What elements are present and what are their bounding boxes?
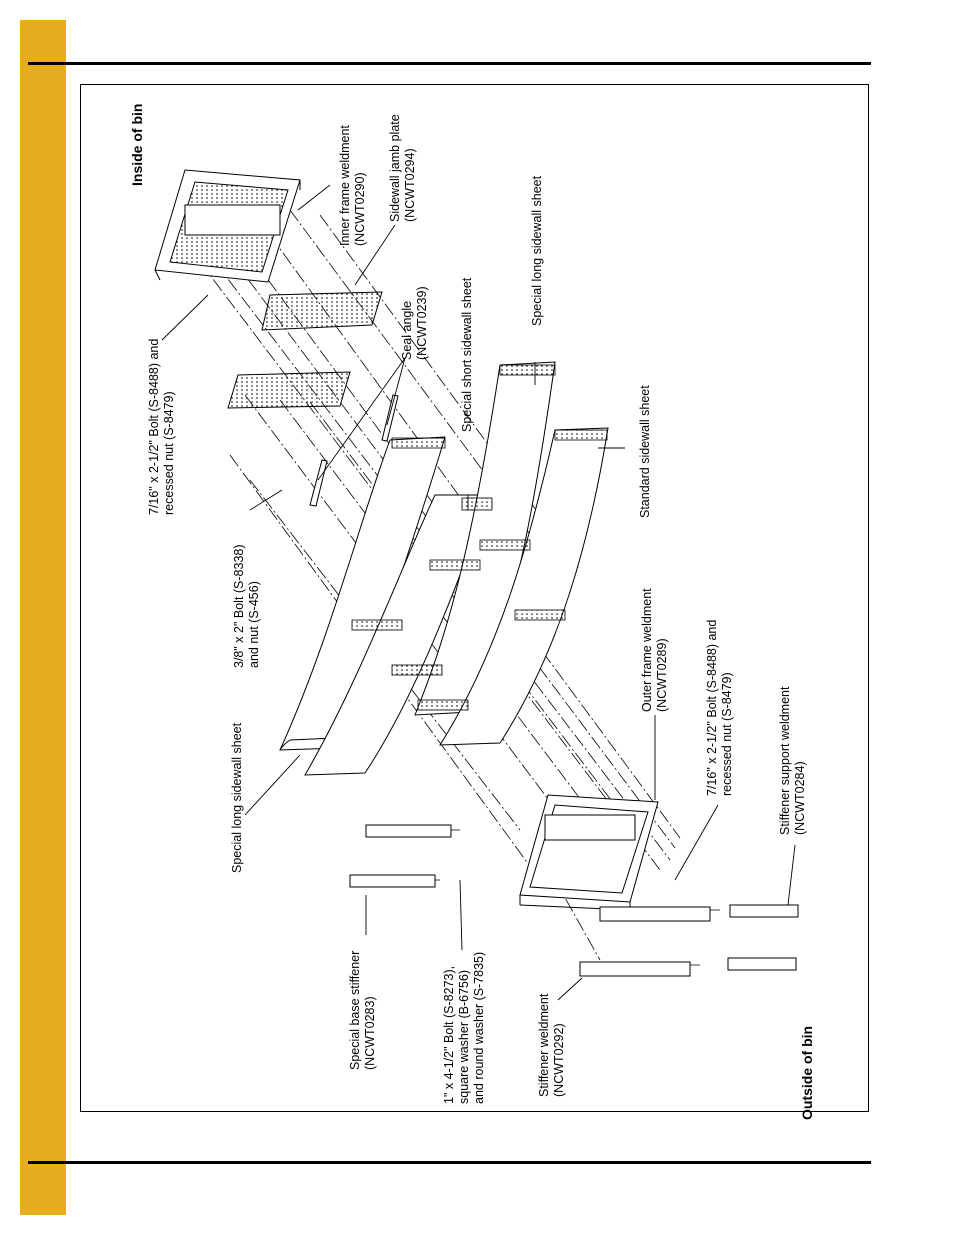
- special-long-sidewall-sheet-right-label: Special long sidewall sheet: [530, 175, 544, 326]
- standard-sidewall-sheet-label: Standard sidewall sheet: [638, 385, 652, 518]
- stiffener-support-weldments: [727, 904, 799, 971]
- special-short-sidewall-sheet-label: Special short sidewall sheet: [460, 277, 474, 432]
- special-long-sidewall-sheet-left-label: Special long sidewall sheet: [230, 722, 244, 873]
- jamb-plate-lower: [227, 371, 351, 409]
- leader-lines: [161, 184, 796, 1001]
- bolt-38-label: 3/8" x 2" Bolt (S-8338) and nut (S-456): [232, 544, 261, 668]
- page-side-tab: [20, 20, 66, 1215]
- standard-sidewall-sheet: [439, 427, 609, 746]
- seal-angle: [309, 394, 399, 507]
- bolt-1in-label: 1" x 4-1/2" Bolt (S-8273), square washer…: [442, 951, 486, 1104]
- stiffener-weldment-label: Stiffener weldment (NCWT0292): [537, 993, 566, 1097]
- stiffener-support-weldment-label: Stiffener support weldment (NCWT0284): [778, 686, 807, 835]
- outside-of-bin-label: Outside of bin: [799, 1025, 815, 1120]
- bolt-716-top-label: 7/16" x 2-1/2" Bolt (S-8488) and recesse…: [147, 338, 176, 515]
- special-base-stiffeners: [349, 824, 452, 888]
- outer-frame-weldment-label: Outer frame weldment (NCWT0289): [640, 588, 669, 712]
- stiffener-weldments: [579, 906, 711, 977]
- outer-frame-weldment: [519, 794, 659, 911]
- header-rule: [28, 62, 871, 65]
- sidewall-jamb-plate-label: Sidewall jamb plate (NCWT0294): [388, 114, 417, 222]
- inside-of-bin-label: Inside of bin: [129, 103, 145, 186]
- seal-angle-label: Seal angle (NCWT0239): [400, 286, 429, 360]
- footer-rule: [28, 1161, 871, 1164]
- sidewall-jamb-plate: [261, 291, 383, 331]
- figure-frame: [80, 84, 869, 1112]
- inner-frame-weldment: [154, 169, 301, 283]
- inner-frame-weldment-label: Inner frame weldment (NCWT0290): [338, 125, 367, 246]
- bolt-716-bottom-label: 7/16" x 2-1/2" Bolt (S-8488) and recesse…: [705, 619, 734, 796]
- special-base-stiffener-label: Special base stiffener (NCWT0283): [348, 950, 377, 1070]
- sheet-seams: [351, 364, 608, 711]
